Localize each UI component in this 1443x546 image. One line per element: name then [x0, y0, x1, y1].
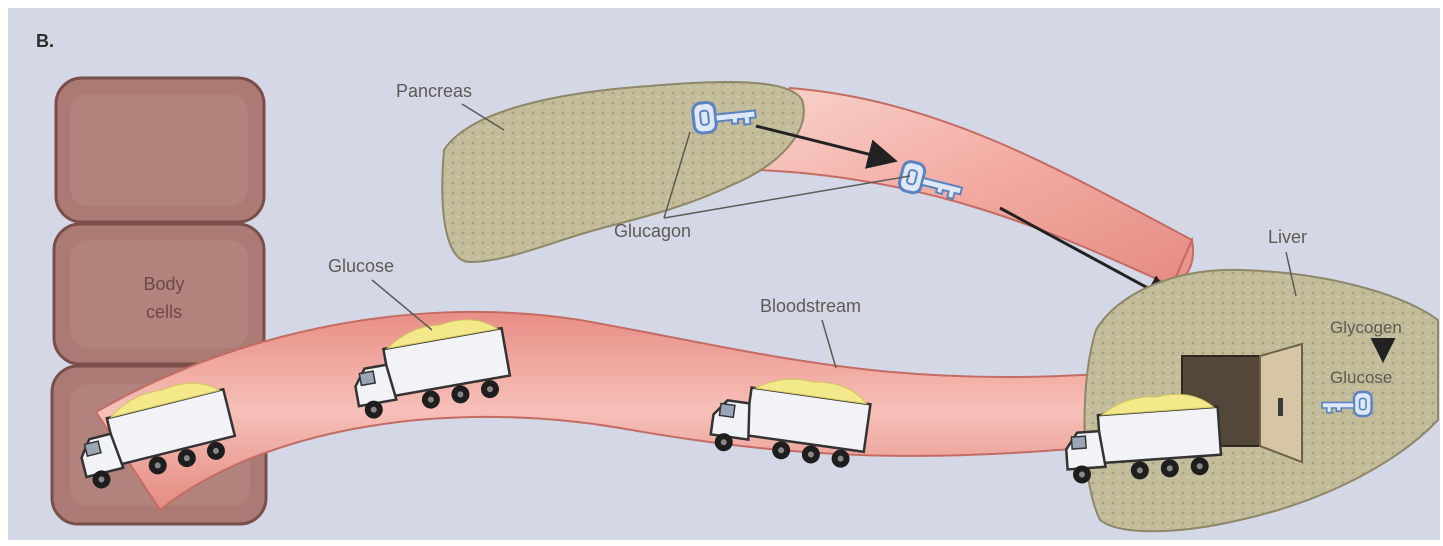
- liver-label: Liver: [1268, 227, 1307, 247]
- pancreas-label: Pancreas: [396, 81, 472, 101]
- body-cells-label-2: cells: [146, 302, 182, 322]
- liver-glucose-label: Glucose: [1330, 368, 1392, 387]
- glucose-label: Glucose: [328, 256, 394, 276]
- glycogen-label: Glycogen: [1330, 318, 1402, 337]
- bloodstream-label: Bloodstream: [760, 296, 861, 316]
- glucagon-label: Glucagon: [614, 221, 691, 241]
- panel-label: B.: [36, 31, 54, 51]
- body-cells-label: Body: [143, 274, 184, 294]
